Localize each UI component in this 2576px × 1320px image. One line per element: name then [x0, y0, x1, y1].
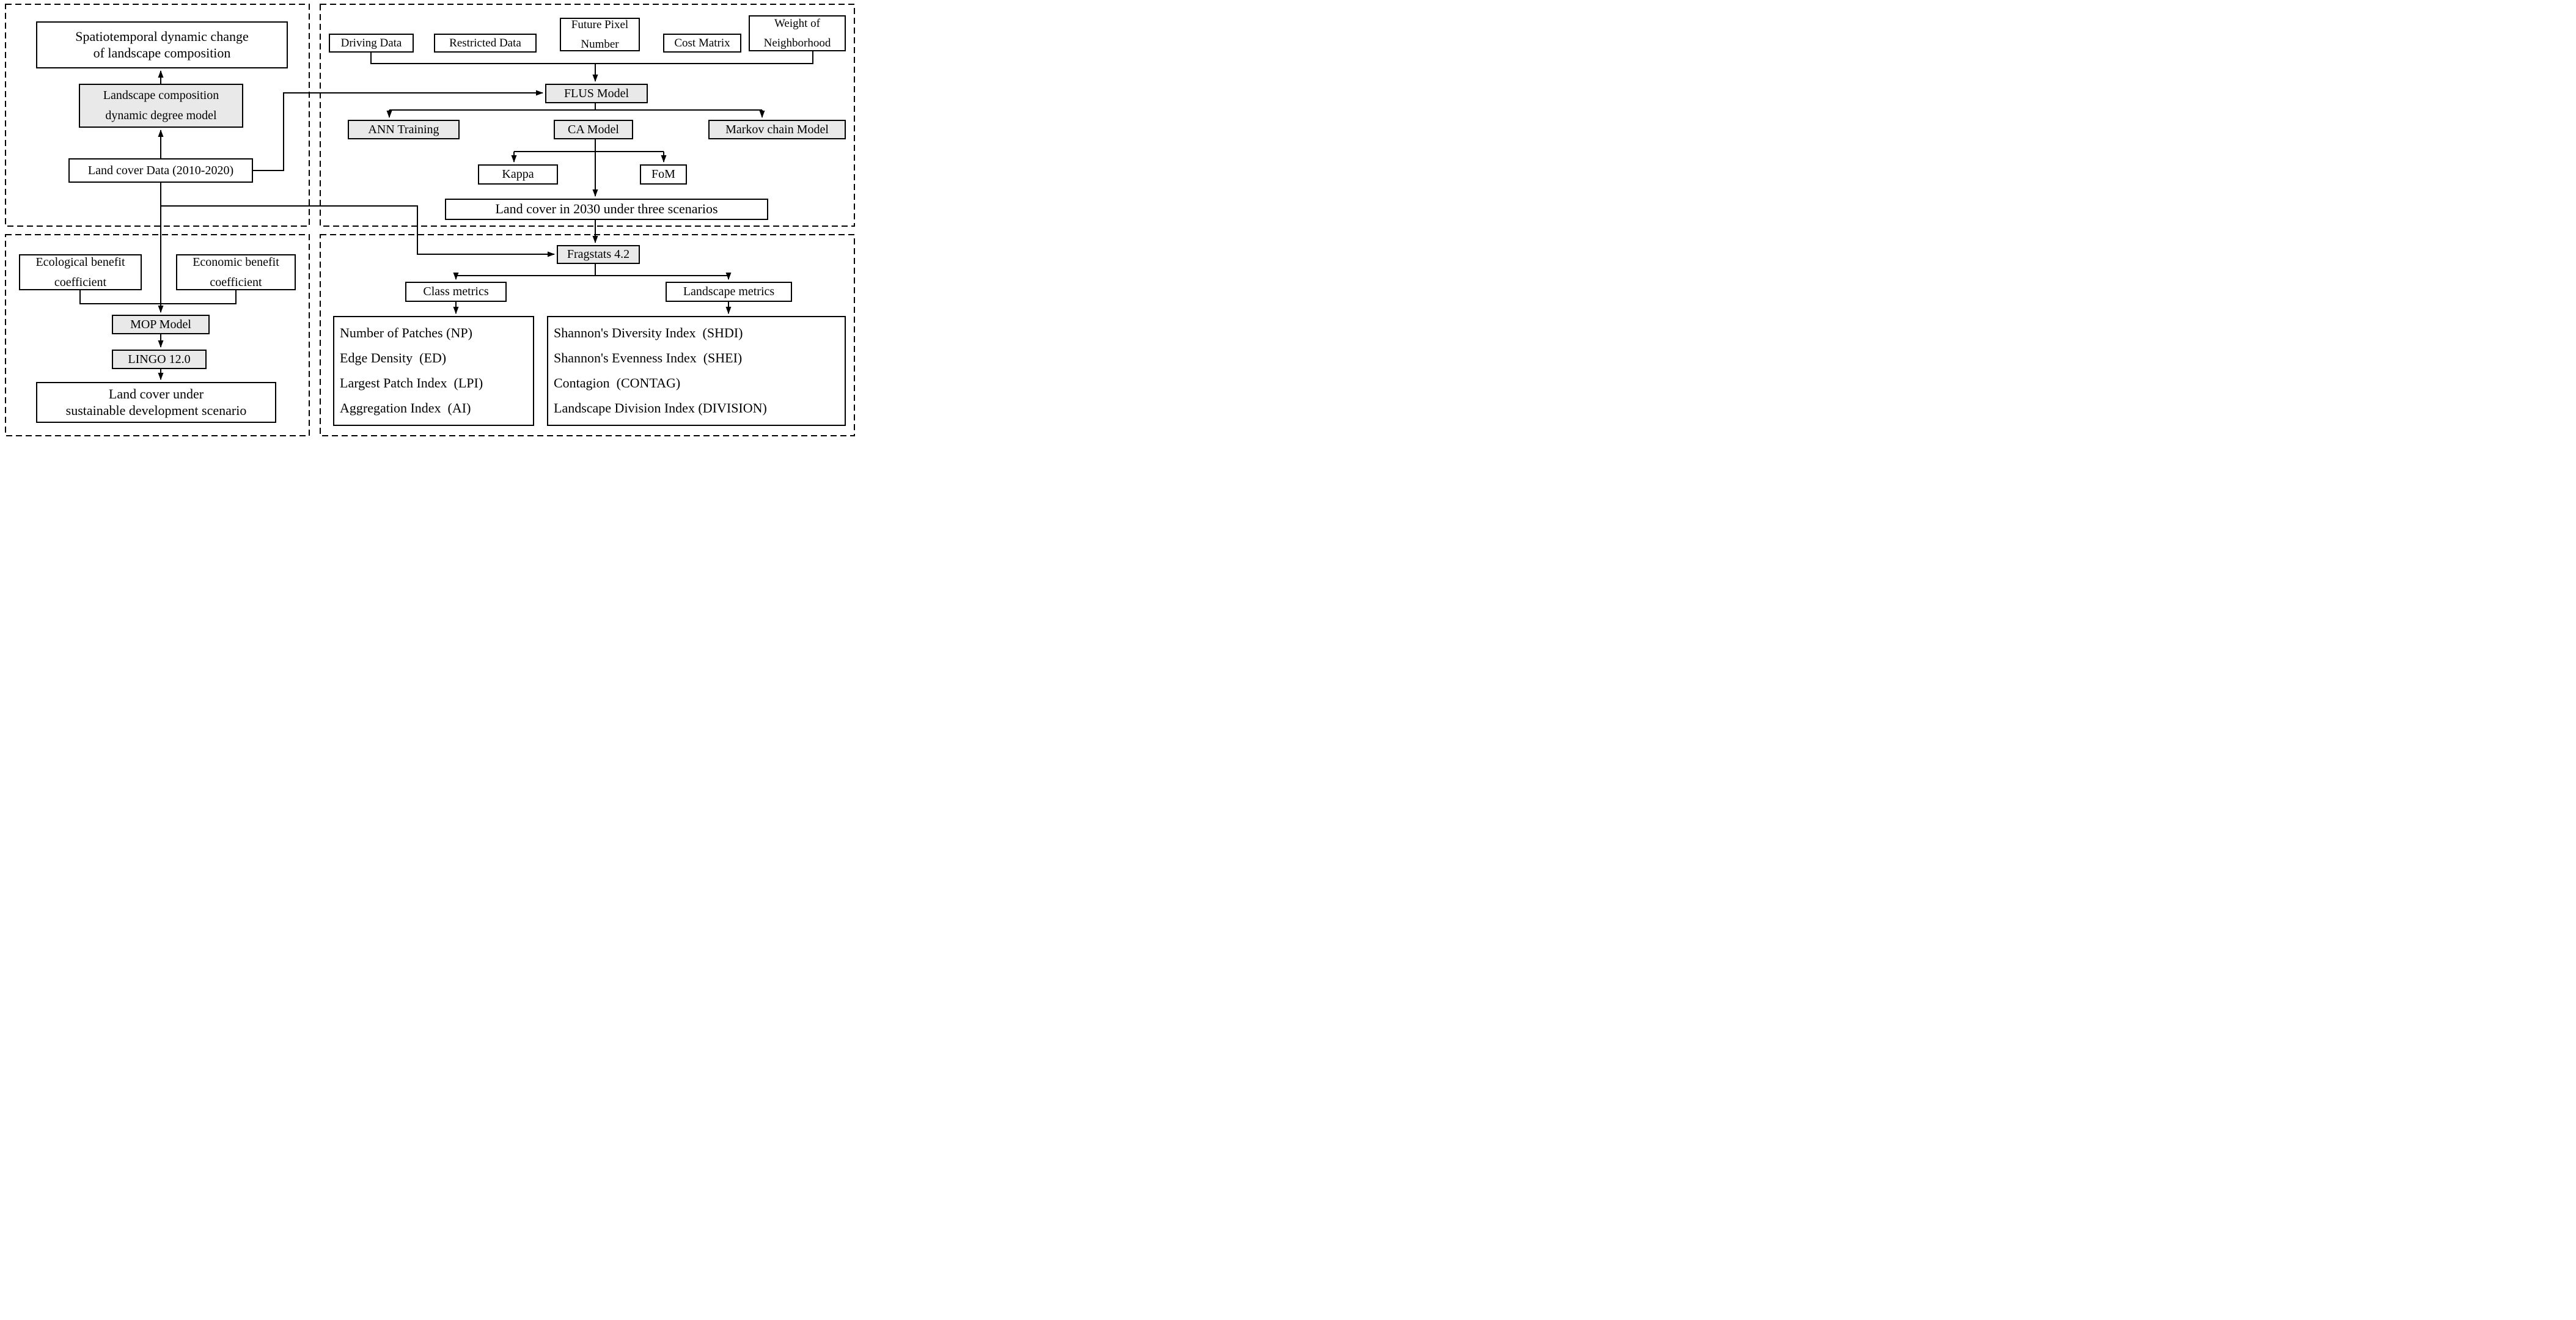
node-label: coefficient	[54, 275, 107, 289]
node-class-metrics: Class metrics	[405, 282, 507, 302]
node-label: MOP Model	[130, 317, 191, 331]
node-label: Landscape composition	[103, 89, 219, 102]
node-label: Ecological benefit	[35, 255, 125, 269]
node-ca-model: CA Model	[554, 120, 633, 139]
node-label: Restricted Data	[449, 36, 521, 50]
node-landscape-metrics-list: Shannon's Diversity Index (SHDI) Shannon…	[547, 316, 846, 426]
node-label: FoM	[651, 167, 675, 182]
node-label: Weight of	[774, 17, 820, 31]
methodology-flowchart: Spatiotemporal dynamic change of landsca…	[0, 0, 859, 440]
node-flus-model: FLUS Model	[545, 84, 648, 103]
node-land-cover-2030: Land cover in 2030 under three scenarios	[445, 199, 768, 220]
node-label: Markov chain Model	[725, 122, 829, 136]
panel-mop-border	[5, 234, 310, 436]
node-cost-matrix: Cost Matrix	[663, 34, 741, 53]
node-weight-of-neighborhood: Weight of Neighborhood	[749, 15, 846, 51]
node-future-pixel-number: Future Pixel Number	[560, 18, 640, 51]
node-label: Landscape metrics	[683, 285, 775, 299]
node-label: Economic benefit	[193, 255, 279, 269]
node-land-cover-data: Land cover Data (2010-2020)	[68, 158, 253, 183]
node-label: Land cover under	[108, 386, 204, 402]
node-label: Cost Matrix	[674, 36, 730, 50]
list-item: Shannon's Evenness Index (SHEI)	[554, 350, 743, 366]
node-label: Fragstats 4.2	[567, 248, 630, 262]
node-label: dynamic degree model	[105, 109, 217, 122]
node-markov-chain-model: Markov chain Model	[708, 120, 846, 139]
connector-lines	[5, 4, 855, 436]
bus-flus-inputs	[370, 51, 813, 64]
node-landscape-degree-model: Landscape composition dynamic degree mod…	[79, 84, 243, 128]
list-item: Largest Patch Index (LPI)	[340, 375, 483, 391]
node-label: of landscape composition	[93, 45, 231, 61]
node-label: Land cover Data (2010-2020)	[87, 163, 234, 177]
node-ecological-benefit-coefficient: Ecological benefit coefficient	[19, 254, 142, 290]
node-lingo: LINGO 12.0	[112, 350, 207, 369]
node-economic-benefit-coefficient: Economic benefit coefficient	[176, 254, 296, 290]
node-driving-data: Driving Data	[329, 34, 414, 53]
node-label: ANN Training	[368, 122, 439, 136]
node-label: LINGO 12.0	[128, 352, 191, 366]
node-label: Kappa	[502, 167, 534, 182]
node-mop-model: MOP Model	[112, 315, 210, 334]
node-fom: FoM	[640, 164, 687, 185]
node-fragstats: Fragstats 4.2	[557, 245, 640, 264]
node-label: Neighborhood	[763, 36, 831, 50]
list-item: Number of Patches (NP)	[340, 325, 472, 341]
node-ann-training: ANN Training	[348, 120, 460, 139]
panel-spatiotemporal-border	[5, 4, 310, 227]
node-label: coefficient	[210, 275, 262, 289]
node-label: Number	[581, 37, 619, 51]
list-item: Edge Density (ED)	[340, 350, 447, 366]
node-class-metrics-list: Number of Patches (NP) Edge Density (ED)…	[333, 316, 534, 426]
node-label: Land cover in 2030 under three scenarios	[495, 201, 718, 217]
arrow-landcover-to-flus	[253, 90, 543, 171]
panel-fragstats-border	[320, 234, 855, 436]
list-item: Landscape Division Index (DIVISION)	[554, 400, 767, 416]
list-item: Aggregation Index (AI)	[340, 400, 471, 416]
node-label: CA Model	[568, 122, 619, 136]
node-restricted-data: Restricted Data	[434, 34, 537, 53]
panel-flus-border	[320, 4, 855, 227]
node-sustainable-scenario: Land cover under sustainable development…	[36, 382, 276, 423]
node-label: Driving Data	[340, 36, 402, 50]
node-landscape-metrics: Landscape metrics	[666, 282, 792, 302]
node-kappa: Kappa	[478, 164, 558, 185]
list-item: Contagion (CONTAG)	[554, 375, 681, 391]
node-label: Spatiotemporal dynamic change	[75, 28, 249, 44]
node-label: FLUS Model	[563, 86, 629, 100]
bus-coefficients	[79, 290, 237, 304]
arrow-branch-to-fragstats	[161, 205, 555, 257]
node-label: Future Pixel	[571, 18, 629, 32]
node-spatiotemporal-change: Spatiotemporal dynamic change of landsca…	[36, 21, 288, 68]
list-item: Shannon's Diversity Index (SHDI)	[554, 325, 743, 341]
node-label: Class metrics	[423, 285, 489, 299]
node-label: sustainable development scenario	[65, 402, 247, 418]
